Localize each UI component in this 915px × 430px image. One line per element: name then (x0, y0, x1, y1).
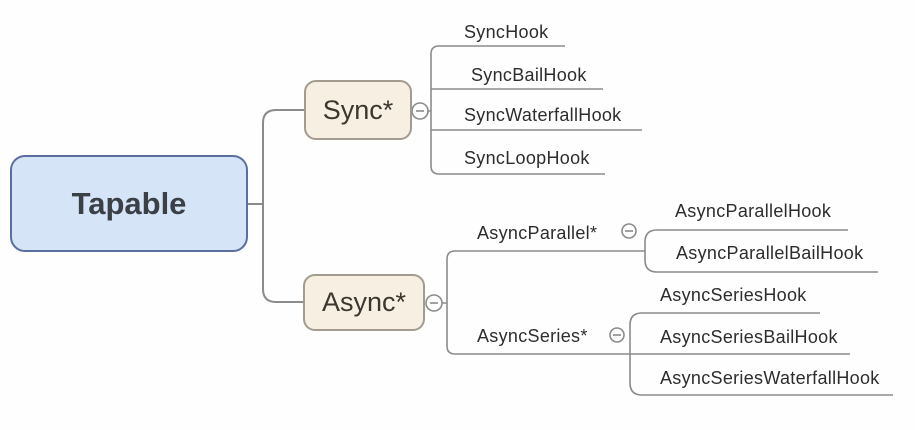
node-async[interactable]: Async* (303, 274, 425, 331)
leaf-synchook[interactable]: SyncHook (464, 22, 549, 42)
leaf-asyncparallelbailhook[interactable]: AsyncParallelBailHook (676, 243, 864, 263)
leaf-asyncserieshook[interactable]: AsyncSeriesHook (660, 285, 807, 305)
connector-root-trunk (248, 109, 304, 303)
connector-async-parallel-children (644, 229, 878, 273)
connector-sync-children (428, 45, 642, 175)
node-async-parallel[interactable]: AsyncParallel* (477, 223, 598, 243)
connector-async-children (442, 250, 645, 355)
leaf-syncbailhook[interactable]: SyncBailHook (471, 65, 587, 85)
node-sync[interactable]: Sync* (304, 80, 412, 140)
leaf-asyncseriesbailhook[interactable]: AsyncSeriesBailHook (660, 327, 838, 347)
connector-async-series-children (629, 312, 893, 396)
leaf-syncloophook[interactable]: SyncLoopHook (464, 148, 590, 168)
collapse-toggle-sync[interactable] (411, 102, 429, 120)
leaf-syncwaterfallhook[interactable]: SyncWaterfallHook (464, 105, 622, 125)
leaf-asyncparallelhook[interactable]: AsyncParallelHook (675, 201, 832, 221)
node-async-series[interactable]: AsyncSeries* (477, 326, 588, 346)
collapse-toggle-async-series[interactable] (609, 327, 625, 343)
collapse-toggle-async-parallel[interactable] (621, 223, 637, 239)
collapse-toggle-async[interactable] (425, 294, 443, 312)
node-tapable[interactable]: Tapable (10, 155, 248, 252)
leaf-asyncserieswaterfallhook[interactable]: AsyncSeriesWaterfallHook (660, 368, 880, 388)
